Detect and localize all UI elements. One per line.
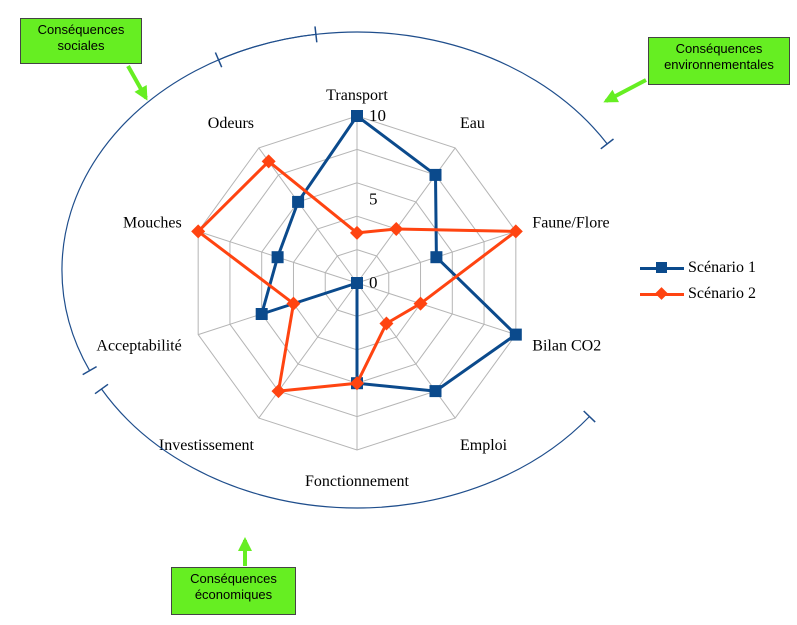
tick-label: 0 xyxy=(369,273,378,292)
axis-label: Faune/Flore xyxy=(532,215,609,232)
axis-label: Acceptabilité xyxy=(96,338,181,355)
series-point-2 xyxy=(508,224,523,239)
series-point-2 xyxy=(286,296,301,311)
legend-swatch-scenario-2 xyxy=(640,287,684,301)
series-point-1 xyxy=(292,195,305,208)
series-point-1 xyxy=(271,251,284,264)
axis-label: Fonctionnement xyxy=(305,473,410,490)
arc-social-cap xyxy=(314,26,318,43)
series-point-1 xyxy=(429,385,442,398)
arc-social-cap xyxy=(82,365,97,376)
axis-label: Mouches xyxy=(123,215,182,232)
grid-spoke xyxy=(258,147,358,284)
arc-environmental-cap xyxy=(600,138,614,150)
arrow-social-head xyxy=(134,84,148,101)
legend-swatch-scenario-1 xyxy=(640,261,684,275)
axis-label: Transport xyxy=(326,87,388,104)
series-point-1 xyxy=(509,328,522,341)
series-point-1 xyxy=(351,277,363,289)
arrow-environmental-head xyxy=(603,89,619,103)
legend-item-scenario-1: Scénario 1 xyxy=(640,255,756,281)
arc-economic-cap xyxy=(94,383,109,395)
series-point-2 xyxy=(389,221,404,236)
axis-label: Eau xyxy=(460,115,485,132)
grid-spoke xyxy=(258,282,358,419)
series-point-1 xyxy=(255,308,268,320)
series-point-2 xyxy=(350,376,364,391)
grid-spoke xyxy=(356,282,516,336)
callout-environmental: Conséquences environnementales xyxy=(648,37,790,85)
series-point-2 xyxy=(271,384,286,399)
legend-label-scenario-1: Scénario 1 xyxy=(688,259,756,276)
axis-label: Odeurs xyxy=(208,115,254,132)
series-point-1 xyxy=(351,110,363,122)
arc-environmental xyxy=(218,31,608,145)
arc-social xyxy=(61,33,316,371)
legend-label-scenario-2: Scénario 2 xyxy=(688,285,756,302)
arc-economic-cap xyxy=(583,410,596,423)
series-point-1 xyxy=(430,251,443,264)
series-point-1 xyxy=(429,168,442,181)
callout-social: Conséquences sociales xyxy=(20,18,142,64)
callout-economic: Conséquences économiques xyxy=(171,567,296,615)
series-point-2 xyxy=(350,225,364,240)
axis-label: Bilan CO2 xyxy=(532,338,601,355)
axis-label: Emploi xyxy=(460,437,508,454)
arrow-economic-head xyxy=(238,537,252,551)
series-point-2 xyxy=(379,316,394,331)
tick-label: 10 xyxy=(369,106,386,125)
arc-economic xyxy=(101,388,590,509)
series-point-2 xyxy=(261,154,276,169)
legend-item-scenario-2: Scénario 2 xyxy=(640,281,756,307)
legend: Scénario 1 Scénario 2 xyxy=(640,255,756,307)
axis-label: Investissement xyxy=(159,437,255,454)
tick-label: 5 xyxy=(369,190,378,209)
series-point-2 xyxy=(191,224,206,239)
series-point-2 xyxy=(413,296,428,311)
